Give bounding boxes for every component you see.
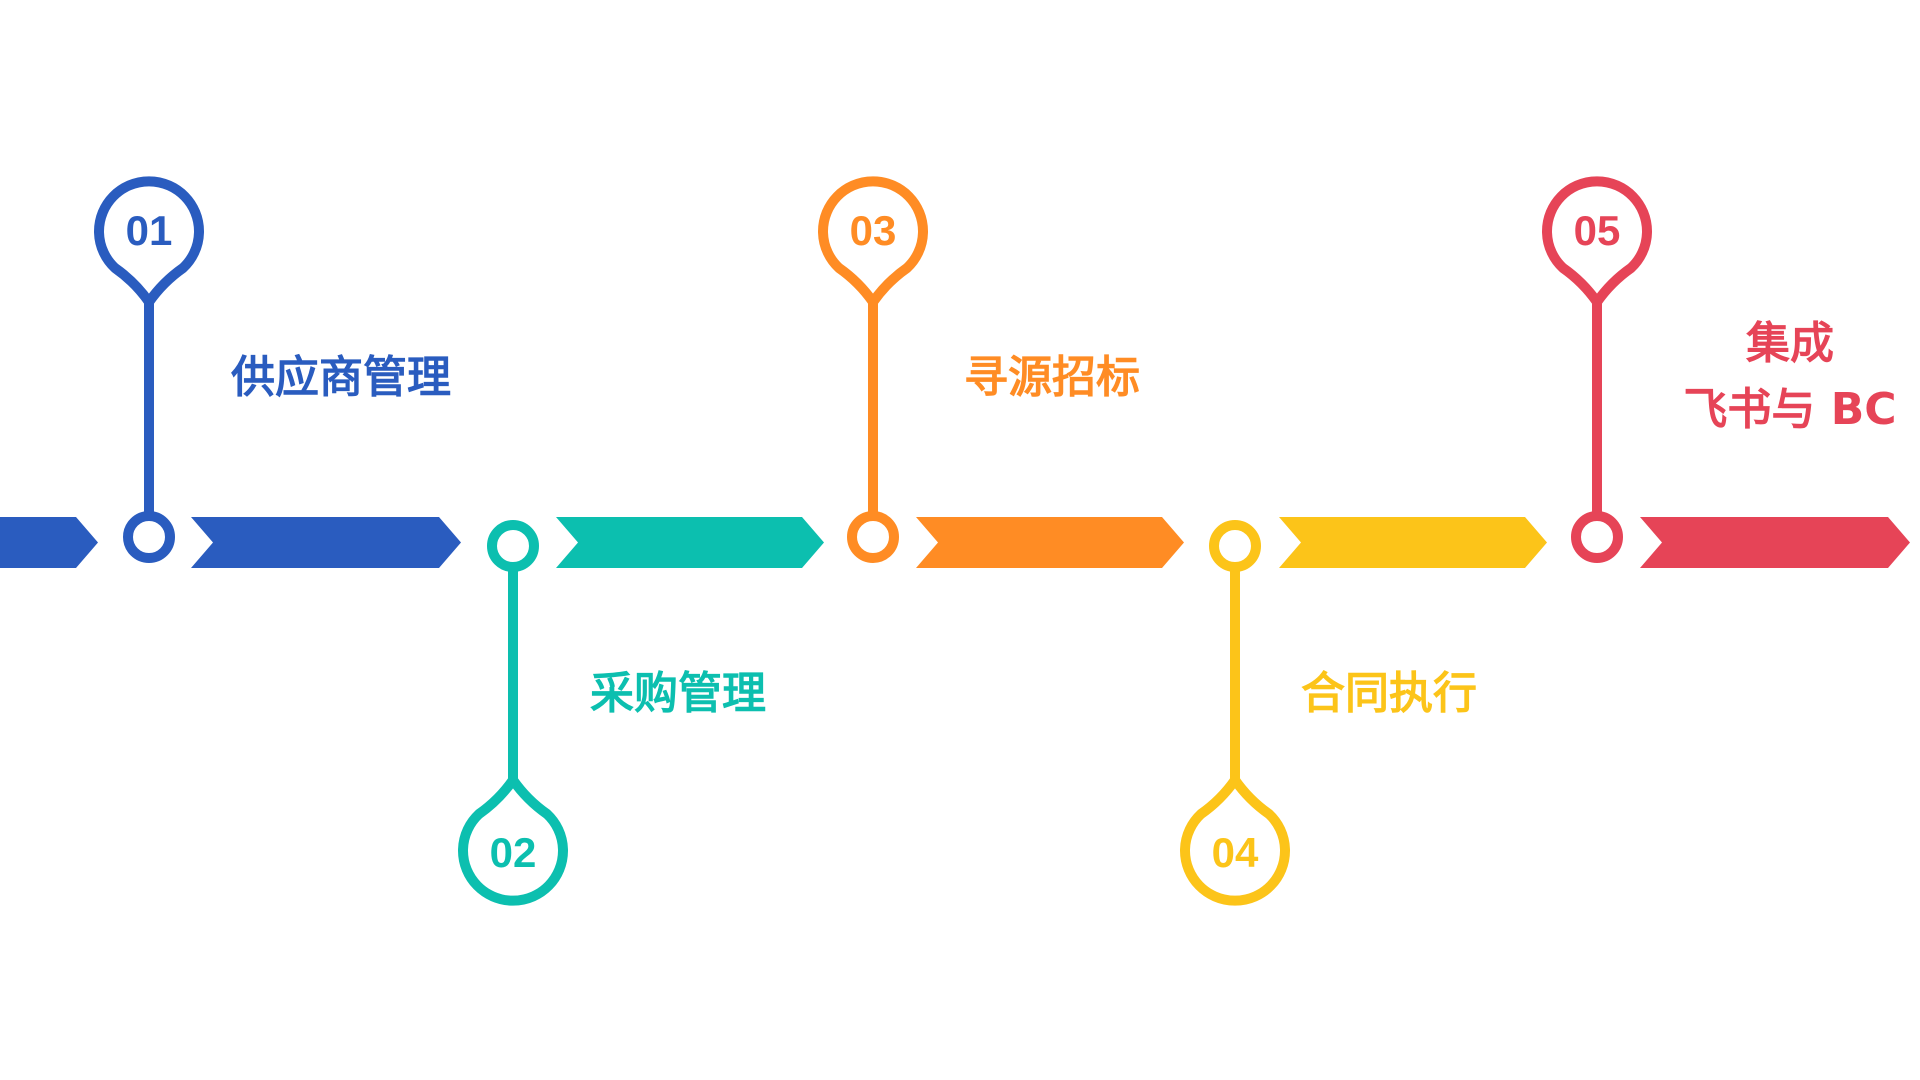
milestone-number: 04 bbox=[1212, 829, 1259, 876]
timeline-arrow-segment bbox=[191, 517, 461, 568]
timeline-arrow-segment bbox=[916, 517, 1184, 568]
milestone-number: 01 bbox=[126, 207, 173, 254]
timeline-arrow-segment bbox=[0, 517, 98, 568]
milestone-label-4: 合同执行 bbox=[1301, 668, 1477, 719]
timeline-arrow-segment bbox=[556, 517, 824, 568]
milestone-label-2: 采购管理 bbox=[590, 668, 766, 719]
pin-node-circle bbox=[847, 511, 899, 563]
timeline-arrow-segment bbox=[1279, 517, 1547, 568]
milestone-label-5-line1: 集成 bbox=[1746, 318, 1834, 369]
timeline-arrow-segment bbox=[1640, 517, 1910, 568]
milestone-number: 02 bbox=[490, 829, 537, 876]
milestone-label-1: 供应商管理 bbox=[231, 352, 451, 403]
milestone-number: 03 bbox=[850, 207, 897, 254]
pin-node-circle bbox=[123, 511, 175, 563]
pin-node-circle bbox=[487, 520, 539, 572]
pin-head bbox=[1180, 775, 1290, 906]
milestone-label-3: 寻源招标 bbox=[964, 352, 1140, 403]
pin-node-circle bbox=[1571, 511, 1623, 563]
pin-head bbox=[458, 775, 568, 906]
pin-head bbox=[94, 176, 204, 307]
milestone-number: 05 bbox=[1574, 207, 1621, 254]
pin-node-circle bbox=[1209, 520, 1261, 572]
milestone-label-5-line2: 飞书与 BC bbox=[1683, 384, 1897, 435]
pin-head bbox=[818, 176, 928, 307]
pin-head bbox=[1542, 176, 1652, 307]
